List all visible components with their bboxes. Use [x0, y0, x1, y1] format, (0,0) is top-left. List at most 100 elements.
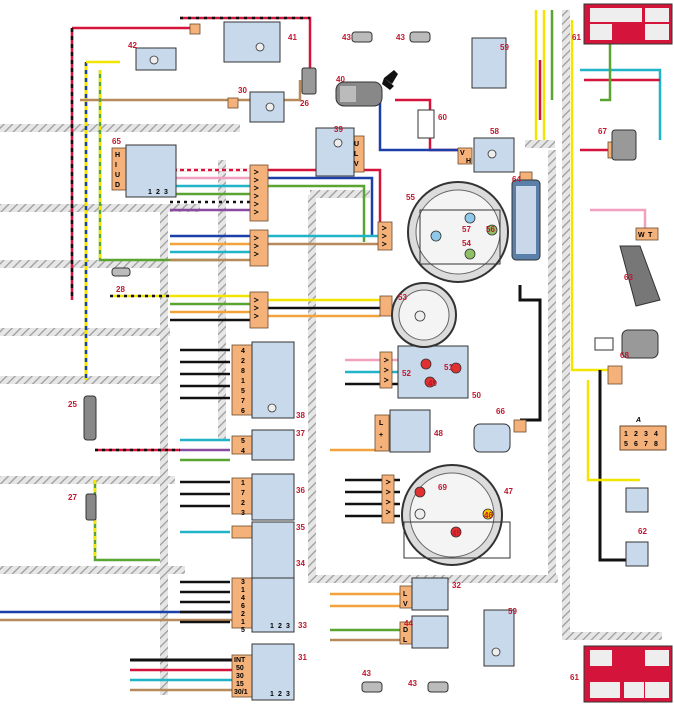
pin-label: 8	[241, 368, 245, 375]
component-number: 48	[434, 429, 443, 438]
pin-label: 2	[278, 623, 282, 630]
component-number: 45	[452, 529, 461, 538]
pin-label: 6	[241, 408, 245, 415]
component-number: 52	[402, 369, 411, 378]
pin-label: 30	[236, 673, 244, 680]
pin-label: 2	[241, 500, 245, 507]
component-number: 58	[490, 127, 499, 136]
pin-label: INT	[234, 657, 246, 664]
component-number: 57	[462, 225, 471, 234]
gauge-55	[407, 181, 509, 283]
component-number: 42	[128, 41, 137, 50]
fuse-block-61-bottom	[583, 645, 673, 703]
component-number: 62	[638, 527, 647, 536]
pin-label: H	[466, 158, 471, 165]
component-number: 50	[472, 391, 481, 400]
component-number: 59	[500, 43, 509, 52]
pin-label: L	[403, 637, 408, 644]
component-number: 25	[68, 400, 77, 409]
pin-label: W	[638, 232, 645, 239]
component-number: 51	[444, 363, 453, 372]
pin-label: 6	[241, 603, 245, 610]
pin-label: L	[403, 591, 408, 598]
pin-label: -	[380, 444, 383, 451]
pin-label: 4	[241, 448, 245, 455]
component-number: 67	[598, 127, 607, 136]
pin-label: 50	[236, 665, 244, 672]
pin-label: 1	[241, 587, 245, 594]
fan-icon	[382, 70, 398, 90]
component-number: 44	[404, 619, 413, 628]
component-number: 69	[438, 483, 447, 492]
component-number: 43	[342, 33, 351, 42]
pin-label: I	[115, 162, 117, 169]
component-number: 38	[296, 411, 305, 420]
pin-label: 7	[241, 490, 245, 497]
pin-label: L	[379, 420, 384, 427]
connector-a-pin: 4	[654, 431, 658, 438]
component-number: 43	[362, 669, 371, 678]
component-number: 66	[496, 407, 505, 416]
gauge-47	[401, 464, 511, 566]
connector-a-pin: 6	[634, 441, 638, 448]
misc-components	[83, 31, 661, 693]
pin-label: 1	[148, 189, 152, 196]
component-number: 26	[300, 99, 309, 108]
pin-label: H	[115, 152, 120, 159]
component-number: 31	[298, 653, 307, 662]
component-number: 35	[296, 523, 305, 532]
pin-label: 4	[241, 348, 245, 355]
connector-a-pin: 8	[654, 441, 658, 448]
connector-a-pin: 5	[624, 441, 628, 448]
component-number: 49	[428, 379, 437, 388]
component-number: 33	[298, 621, 307, 630]
lamps	[149, 42, 645, 657]
fuse-block-61-top	[583, 3, 673, 45]
connector-a-pin: 7	[644, 441, 648, 448]
component-number: 43	[396, 33, 405, 42]
pin-label: 3	[164, 189, 168, 196]
pin-label: 5	[241, 388, 245, 395]
component-number: 32	[452, 581, 461, 590]
connector-chevrons	[253, 169, 392, 515]
component-number: 41	[288, 33, 297, 42]
switch-blocks	[125, 3, 669, 703]
component-number: 60	[438, 113, 447, 122]
pin-label: U	[354, 141, 359, 148]
pin-label: 2	[241, 611, 245, 618]
component-number: 30	[238, 86, 247, 95]
component-number: 63	[624, 273, 633, 282]
pin-label: 1	[241, 619, 245, 626]
pin-label: 1	[270, 623, 274, 630]
connector-a-pin: 3	[644, 431, 648, 438]
component-number: 54	[462, 239, 471, 248]
pin-label: D	[403, 627, 408, 634]
connector-stacks	[111, 23, 659, 698]
component-number: 61	[570, 673, 579, 682]
connector-a: A 1 2 3 4 5 6 7 8	[619, 417, 667, 451]
pin-label: 2	[278, 691, 282, 698]
pin-label: 4	[241, 595, 245, 602]
pin-label: 3	[241, 579, 245, 586]
connector-a-label: A	[635, 417, 641, 424]
pin-label: V	[354, 161, 359, 168]
component-number: 53	[398, 293, 407, 302]
component-number: 65	[112, 137, 121, 146]
pin-label: 1	[241, 480, 245, 487]
component-number: 34	[296, 559, 305, 568]
component-number: 55	[406, 193, 415, 202]
pin-label: 7	[241, 398, 245, 405]
component-number: 47	[504, 487, 513, 496]
component-number: 27	[68, 493, 77, 502]
pin-label: 3	[286, 691, 290, 698]
pin-label: 15	[236, 681, 244, 688]
component-number: 68	[620, 351, 629, 360]
block-pin-labels: 4 2 8 1 5 7 6 5 4 1 7 2 3 3 1 4 6 2 1 5 …	[115, 141, 653, 698]
pin-label: 1	[270, 691, 274, 698]
component-number: 28	[116, 285, 125, 294]
component-number: 61	[572, 33, 581, 42]
pin-label: 2	[241, 358, 245, 365]
component-number: 46	[484, 511, 493, 520]
pin-label: V	[403, 601, 408, 608]
